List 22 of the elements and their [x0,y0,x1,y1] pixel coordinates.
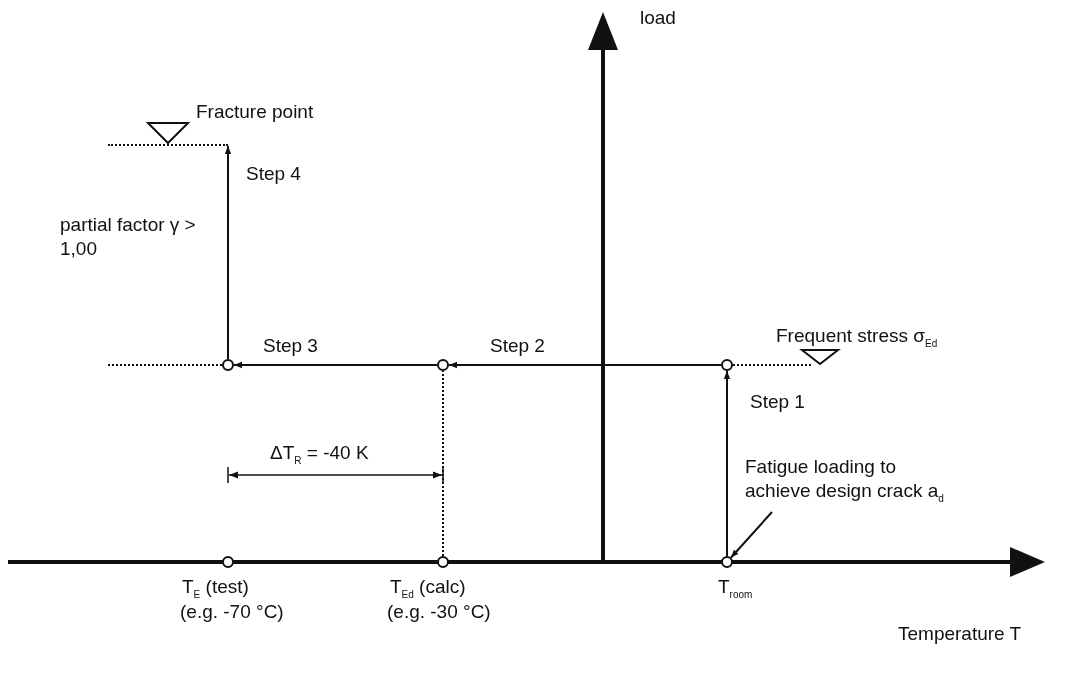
arrow [448,361,722,369]
axis-title: Temperature T [898,622,1022,646]
leader-arrow [730,511,773,559]
level-label: Frequent stress σ$_{Ed}$ [776,324,938,351]
axis-title: load [640,6,676,30]
axis-label: T$_{E}$ (test) [182,575,249,602]
step-label: Step 3 [263,334,318,358]
axis-label: T$_{Ed}$ (calc) [390,575,466,602]
arrow [224,145,232,360]
step-label: Step 4 [246,162,301,186]
projection-line [442,370,444,557]
axis-label: (e.g. -70 °C) [180,600,284,624]
arrow [233,361,438,369]
step-label: Step 1 [750,390,805,414]
step-label: Step 2 [490,334,545,358]
axis-label: T$_{room}$ [718,575,753,602]
note-text: partial factor γ > 1,00 [60,213,197,261]
dimension-label: ΔT$_{R}$ = -40 K [270,441,369,468]
axis-label: (e.g. -30 °C) [387,600,491,624]
annotation-text: Fatigue loading to achieve design crack a$_{d}$ [745,455,945,506]
level-label: Fracture point [196,100,314,124]
arrow [723,370,731,557]
